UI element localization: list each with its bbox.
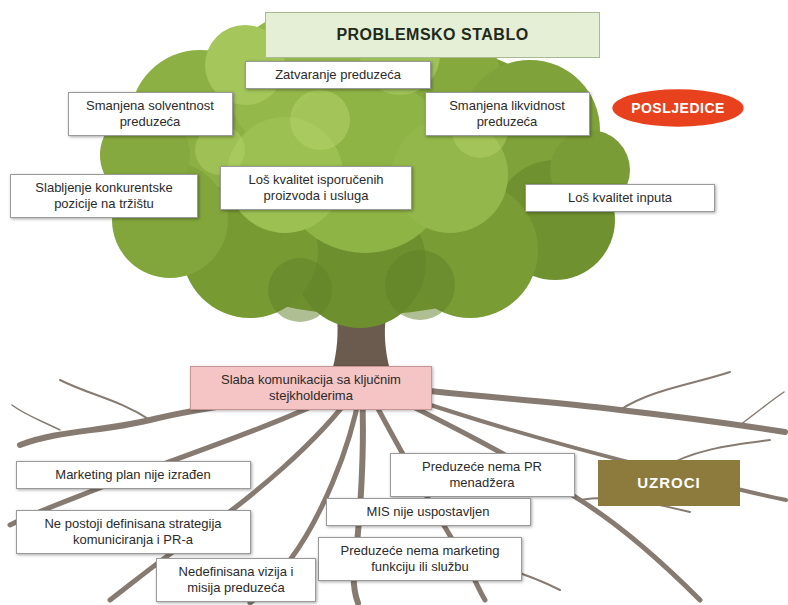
- root: [60, 380, 150, 420]
- problem-box: Preduzeće nema marketing funkciju ili sl…: [318, 537, 522, 580]
- title-text: PROBLEMSKO STABLO: [336, 26, 528, 44]
- title-box: PROBLEMSKO STABLO: [265, 12, 600, 58]
- problem-box: MIS nije uspostavljen: [326, 498, 531, 526]
- problem-box: Preduzeće nema PR menadžera: [390, 453, 575, 496]
- problem-box: Zatvaranje preduzeća: [245, 61, 431, 89]
- node-text: Smanjena likvidnost preduzeća: [434, 98, 581, 129]
- node-text: POSLJEDICE: [631, 100, 725, 117]
- foliage-highlight: [290, 90, 350, 150]
- problem-box: Loš kvalitet inputa: [525, 184, 715, 212]
- section-oval: POSLJEDICE: [611, 88, 745, 128]
- node-text: Slabljenje konkurentske pozicije na trži…: [19, 180, 189, 211]
- problem-box: Slabljenje konkurentske pozicije na trži…: [10, 174, 198, 217]
- node-text: Loš kvalitet inputa: [568, 190, 672, 206]
- node-text: MIS nije uspostavljen: [367, 504, 490, 520]
- root: [740, 392, 784, 425]
- node-text: Smanjena solventnost preduzeća: [77, 98, 224, 129]
- node-text: Preduzeće nema PR menadžera: [399, 459, 566, 490]
- problem-box: Ne postoji definisana strategija komunic…: [16, 510, 251, 553]
- foliage-shadow: [385, 250, 455, 320]
- section-box: UZROCI: [598, 460, 740, 506]
- oval-fill: [612, 89, 743, 127]
- node-text: Nedefinisana vizija i misija preduzeća: [165, 564, 307, 595]
- problem-box: Marketing plan nije izrađen: [16, 461, 251, 489]
- node-text: Preduzeće nema marketing funkciju ili sl…: [327, 543, 513, 574]
- node-text: Marketing plan nije izrađen: [55, 467, 210, 483]
- problem-box: Nedefinisana vizija i misija preduzeća: [156, 558, 316, 601]
- root: [12, 405, 60, 430]
- problem-box: Loš kvalitet isporučenih proizvoda i usl…: [220, 166, 412, 209]
- tree-crown: [100, 13, 630, 328]
- root: [620, 372, 730, 410]
- core-problem-box: Slaba komunikacija sa ključnim stejkhold…: [190, 366, 432, 409]
- problem-box: Smanjena solventnost preduzeća: [68, 92, 233, 135]
- problem-box: Smanjena likvidnost preduzeća: [425, 92, 590, 135]
- node-text: Ne postoji definisana strategija komunic…: [25, 516, 242, 547]
- node-text: UZROCI: [637, 474, 701, 492]
- node-text: Loš kvalitet isporučenih proizvoda i usl…: [229, 172, 403, 203]
- foliage-shadow: [268, 258, 332, 322]
- node-text: Zatvaranje preduzeća: [275, 67, 401, 83]
- node-text: Slaba komunikacija sa ključnim stejkhold…: [199, 372, 423, 403]
